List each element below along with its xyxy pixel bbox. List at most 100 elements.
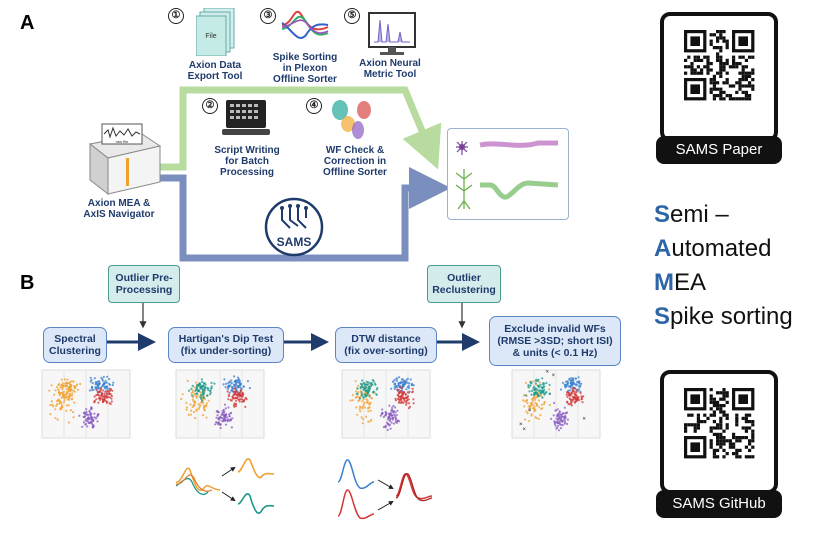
- scatter-point: [404, 393, 407, 396]
- scatter-point: [573, 392, 576, 395]
- scatter-point: [362, 396, 365, 399]
- scatter-point: [537, 393, 540, 397]
- scatter-point: [533, 398, 537, 401]
- scatter-point: [93, 377, 96, 380]
- scatter-point: [210, 387, 213, 390]
- scatter-point: [53, 393, 56, 396]
- tool-label-axion-export: Axion Data Export Tool: [187, 60, 243, 82]
- scatter-point: [237, 398, 240, 401]
- scatter-point: [575, 391, 578, 394]
- scatter-point: [366, 383, 369, 386]
- scatter-point: [542, 382, 545, 385]
- scatter-point: [88, 389, 91, 392]
- scatter-point: [537, 399, 540, 402]
- scatter-point: [387, 422, 390, 425]
- scatter-point: [540, 407, 543, 411]
- scatter-point: [393, 378, 396, 381]
- scatter-point: [534, 416, 537, 419]
- scatter-point: [65, 409, 68, 412]
- scatter-point: [193, 392, 196, 395]
- scatter-point: [394, 411, 397, 414]
- spike-waveform-icon: [281, 10, 329, 39]
- scatter-point: [406, 381, 409, 384]
- scatter-point: [210, 385, 213, 388]
- scatter-point: [219, 423, 222, 426]
- scatter-point: [356, 413, 359, 416]
- scatter-point: [390, 409, 393, 412]
- step-number-3: ③: [260, 8, 276, 24]
- scatter-point: [227, 393, 231, 396]
- scatter-point: [359, 406, 362, 409]
- scatter-point: [230, 382, 233, 385]
- scatter-point: [95, 388, 98, 391]
- scatter-point: [185, 408, 188, 411]
- scatter-point: [559, 427, 563, 430]
- scatter-point: [199, 391, 202, 394]
- scatter-point: [68, 393, 71, 396]
- scatter-point: [384, 426, 387, 429]
- scatter-point: [532, 407, 536, 410]
- scatter-point: [365, 398, 368, 401]
- scatter-point: [244, 405, 247, 408]
- scatter-point: [391, 418, 394, 421]
- scatter-point: [530, 403, 533, 406]
- scatter-point: [62, 401, 65, 404]
- laptop-icon: [222, 100, 270, 135]
- scatter-point: [201, 388, 204, 391]
- acronym-line-4: Spike sorting: [654, 300, 793, 334]
- scatter-point: [393, 413, 396, 416]
- scatter-point: [538, 406, 541, 409]
- excluded-marker: ×: [528, 408, 532, 414]
- tool-label-neural-metric: Axion Neural Metric Tool: [359, 58, 421, 80]
- scatter-point: [63, 378, 66, 381]
- acronym-line-2: Automated: [654, 232, 793, 266]
- scatter-point: [568, 377, 571, 381]
- scatter-point: [360, 384, 364, 387]
- qr-code-github[interactable]: [660, 370, 778, 494]
- scatter-point: [557, 413, 560, 416]
- scatter-point: [393, 387, 396, 390]
- scatter-point: [223, 403, 227, 406]
- scatter-point: [90, 418, 93, 421]
- scatter-point: [241, 392, 244, 395]
- scatter-point: [404, 380, 407, 384]
- scatter-point: [60, 402, 63, 405]
- scatter-point: [103, 386, 106, 389]
- scatter-point: [557, 416, 560, 419]
- step-number-5: ⑤: [344, 8, 360, 24]
- scatter-point: [56, 418, 59, 421]
- scatter-point: [533, 410, 536, 413]
- scatter-point: [55, 404, 58, 407]
- scatter-point: [399, 398, 403, 401]
- qr-code-paper[interactable]: [660, 12, 778, 142]
- scatter-point: [387, 415, 390, 418]
- scatter-point: [198, 406, 201, 409]
- scatter-point: [234, 403, 237, 406]
- scatter-point: [358, 408, 361, 411]
- scatter-point: [105, 381, 108, 384]
- scatter-point: [50, 384, 53, 387]
- file-icon: File: [196, 8, 235, 56]
- scatter-point: [553, 401, 556, 405]
- scatter-point: [577, 381, 580, 384]
- acronym-line-3: MEA: [654, 266, 793, 300]
- scatter-point: [81, 425, 84, 428]
- scatter-point: [73, 390, 76, 393]
- scatter-point: [67, 421, 71, 424]
- scatter-point: [100, 394, 103, 397]
- scatter-point: [571, 387, 574, 390]
- scatter-point: [369, 409, 372, 412]
- scatter-point: [67, 404, 70, 407]
- scatter-point: [566, 422, 569, 425]
- scatter-point: [403, 391, 406, 394]
- scatter-point: [203, 409, 206, 412]
- scatter-point: [561, 381, 565, 384]
- scatter-point: [210, 381, 213, 384]
- scatter-point: [231, 395, 234, 398]
- scatter-point: [199, 386, 202, 389]
- scatter-point: [65, 395, 68, 398]
- scatter-point: [574, 396, 577, 399]
- scatter-point: [190, 394, 194, 397]
- scatter-point: [221, 419, 224, 423]
